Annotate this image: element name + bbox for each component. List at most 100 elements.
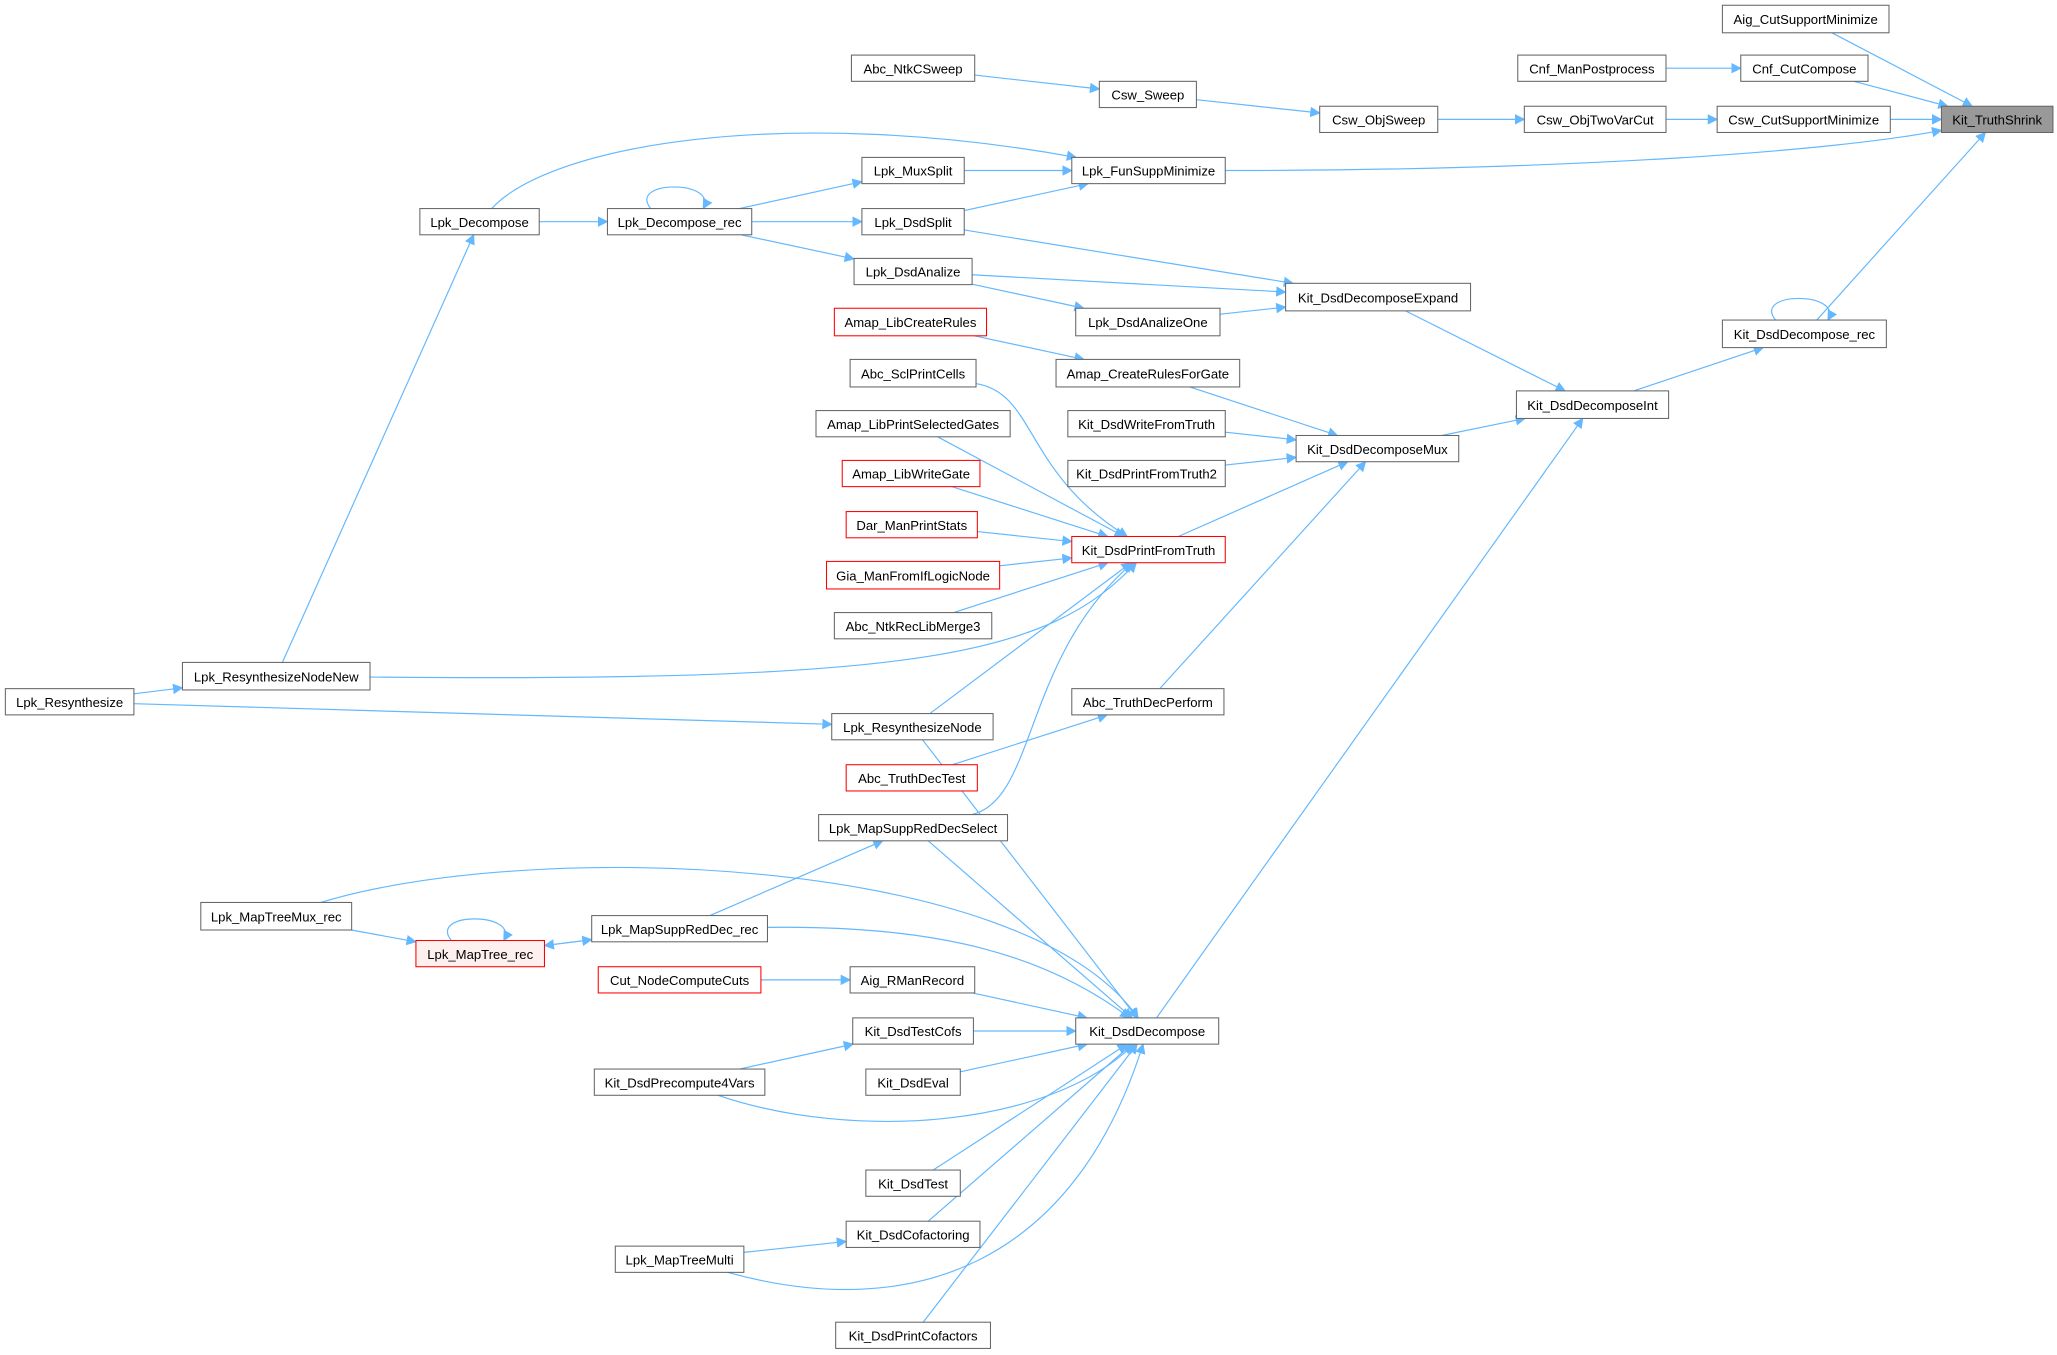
function-node[interactable]: Aig_RManRecord xyxy=(849,966,976,994)
node-label[interactable]: Abc_SclPrintCells xyxy=(861,366,966,381)
node-label[interactable]: Cnf_CutCompose xyxy=(1752,61,1856,76)
function-node[interactable]: Cnf_CutCompose xyxy=(1740,54,1869,82)
node-label[interactable]: Gia_ManFromIfLogicNode xyxy=(836,568,990,583)
function-node[interactable]: Aig_CutSupportMinimize xyxy=(1721,4,1890,34)
function-node[interactable]: Abc_NtkCSweep xyxy=(850,54,976,82)
function-node[interactable]: Abc_TruthDecTest xyxy=(845,764,978,792)
node-label[interactable]: Kit_DsdPrintCofactors xyxy=(849,1328,978,1343)
node-label[interactable]: Kit_DsdCofactoring xyxy=(857,1227,970,1242)
function-node[interactable]: Kit_DsdTest xyxy=(865,1169,961,1197)
node-label[interactable]: Csw_ObjSweep xyxy=(1332,113,1425,128)
node-label[interactable]: Csw_Sweep xyxy=(1111,88,1184,103)
node-label[interactable]: Abc_TruthDecPerform xyxy=(1083,695,1213,710)
node-label[interactable]: Lpk_ResynthesizeNodeNew xyxy=(194,669,359,684)
node-label[interactable]: Lpk_Decompose_rec xyxy=(618,215,742,230)
function-node[interactable]: Lpk_Decompose_rec xyxy=(606,208,753,236)
node-label[interactable]: Lpk_ResynthesizeNode xyxy=(843,720,981,735)
function-node[interactable]: Lpk_MapSuppRedDecSelect xyxy=(818,814,1009,842)
node-label[interactable]: Abc_NtkCSweep xyxy=(864,61,963,76)
function-node[interactable]: Kit_DsdPrintCofactors xyxy=(835,1321,991,1349)
function-node[interactable]: Lpk_ResynthesizeNodeNew xyxy=(181,661,371,691)
node-label[interactable]: Lpk_MapTreeMulti xyxy=(626,1252,734,1267)
node-label[interactable]: Abc_NtkRecLibMerge3 xyxy=(846,619,981,634)
node-label[interactable]: Lpk_Resynthesize xyxy=(16,695,123,710)
node-label[interactable]: Kit_DsdPrecompute4Vars xyxy=(605,1075,755,1090)
node-label[interactable]: Abc_TruthDecTest xyxy=(858,771,966,786)
function-node[interactable]: Kit_DsdEval xyxy=(865,1068,961,1096)
node-label[interactable]: Lpk_MapSuppRedDec_rec xyxy=(601,922,759,937)
node-label[interactable]: Dar_ManPrintStats xyxy=(856,518,967,533)
node-label[interactable]: Lpk_DsdAnalize xyxy=(866,265,961,280)
node-label[interactable]: Kit_TruthShrink xyxy=(1952,113,2042,128)
function-node[interactable]: Kit_DsdTestCofs xyxy=(852,1017,974,1045)
function-node[interactable]: Kit_DsdDecomposeExpand xyxy=(1285,282,1472,312)
function-node[interactable]: Lpk_DsdAnalize xyxy=(853,257,973,286)
function-node[interactable]: Lpk_Decompose xyxy=(419,208,540,236)
function-node[interactable]: Kit_DsdPrintFromTruth2 xyxy=(1067,459,1226,488)
function-node[interactable]: Abc_SclPrintCells xyxy=(849,358,977,388)
node-label[interactable]: Kit_DsdWriteFromTruth xyxy=(1078,417,1215,432)
function-node[interactable]: Kit_DsdDecompose_rec xyxy=(1721,319,1887,349)
node-label[interactable]: Kit_DsdDecomposeMux xyxy=(1307,442,1448,457)
function-node[interactable]: Lpk_MapTreeMux_rec xyxy=(200,901,353,931)
function-node[interactable]: Dar_ManPrintStats xyxy=(845,511,978,539)
function-node[interactable]: Csw_CutSupportMinimize xyxy=(1716,105,1891,134)
function-node[interactable]: Lpk_Resynthesize xyxy=(4,688,135,716)
function-node[interactable]: Kit_DsdDecomposeInt xyxy=(1515,390,1670,419)
function-node[interactable]: Kit_DsdPrecompute4Vars xyxy=(593,1068,766,1096)
function-node[interactable]: Lpk_MapTreeMulti xyxy=(614,1245,745,1273)
function-node[interactable]: Kit_DsdPrintFromTruth xyxy=(1071,535,1226,564)
node-label[interactable]: Kit_DsdDecomposeExpand xyxy=(1298,290,1458,305)
function-node[interactable]: Csw_ObjSweep xyxy=(1319,105,1439,134)
node-label[interactable]: Lpk_FunSuppMinimize xyxy=(1082,164,1215,179)
node-label[interactable]: Cnf_ManPostprocess xyxy=(1529,61,1655,76)
function-node[interactable]: Lpk_MapTree_rec xyxy=(415,939,546,968)
function-node[interactable]: Lpk_DsdSplit xyxy=(861,208,965,236)
function-node[interactable]: Lpk_DsdAnalizeOne xyxy=(1075,307,1221,337)
node-label[interactable]: Kit_DsdEval xyxy=(877,1075,948,1090)
function-node[interactable]: Kit_DsdDecompose xyxy=(1075,1017,1220,1045)
node-label[interactable]: Amap_LibCreateRules xyxy=(844,315,976,330)
node-label[interactable]: Amap_CreateRulesForGate xyxy=(1067,366,1230,381)
root-function-node[interactable]: Kit_TruthShrink xyxy=(1940,105,2054,134)
node-label[interactable]: Lpk_MapTreeMux_rec xyxy=(211,909,342,924)
node-label[interactable]: Lpk_DsdAnalizeOne xyxy=(1088,315,1208,330)
function-node[interactable]: Kit_DsdDecomposeMux xyxy=(1295,434,1460,463)
function-node[interactable]: Amap_LibWriteGate xyxy=(841,459,981,488)
function-node[interactable]: Kit_DsdWriteFromTruth xyxy=(1067,410,1226,438)
function-node[interactable]: Abc_TruthDecPerform xyxy=(1071,688,1225,716)
node-label[interactable]: Kit_DsdTest xyxy=(878,1176,948,1191)
node-label[interactable]: Lpk_DsdSplit xyxy=(874,215,952,230)
node-label[interactable]: Lpk_Decompose xyxy=(430,215,528,230)
function-node[interactable]: Cnf_ManPostprocess xyxy=(1517,54,1667,82)
function-node[interactable]: Lpk_ResynthesizeNode xyxy=(831,713,994,741)
node-label[interactable]: Kit_DsdDecompose_rec xyxy=(1734,327,1876,342)
function-node[interactable]: Cut_NodeComputeCuts xyxy=(597,966,762,994)
function-node[interactable]: Abc_NtkRecLibMerge3 xyxy=(833,612,993,640)
function-node[interactable]: Amap_CreateRulesForGate xyxy=(1055,358,1241,388)
node-label[interactable]: Lpk_MuxSplit xyxy=(874,164,953,179)
function-node[interactable]: Lpk_FunSuppMinimize xyxy=(1071,156,1226,185)
node-label[interactable]: Amap_LibPrintSelectedGates xyxy=(827,417,999,432)
node-label[interactable]: Kit_DsdTestCofs xyxy=(865,1024,962,1039)
node-label[interactable]: Csw_ObjTwoVarCut xyxy=(1537,113,1654,128)
node-label[interactable]: Lpk_MapTree_rec xyxy=(427,947,533,962)
node-label[interactable]: Csw_CutSupportMinimize xyxy=(1728,113,1879,128)
function-node[interactable]: Csw_ObjTwoVarCut xyxy=(1523,105,1667,134)
function-node[interactable]: Amap_LibCreateRules xyxy=(833,307,988,337)
node-label[interactable]: Amap_LibWriteGate xyxy=(852,467,970,482)
node-label[interactable]: Lpk_MapSuppRedDecSelect xyxy=(829,821,998,836)
node-label[interactable]: Aig_CutSupportMinimize xyxy=(1734,12,1878,27)
function-node[interactable]: Csw_Sweep xyxy=(1098,80,1197,109)
node-label[interactable]: Kit_DsdDecompose xyxy=(1089,1024,1205,1039)
function-node[interactable]: Kit_DsdCofactoring xyxy=(845,1220,981,1248)
function-node[interactable]: Lpk_MapSuppRedDec_rec xyxy=(591,915,768,943)
node-label[interactable]: Kit_DsdPrintFromTruth xyxy=(1082,543,1216,558)
function-node[interactable]: Lpk_MuxSplit xyxy=(861,156,965,185)
node-label[interactable]: Aig_RManRecord xyxy=(861,973,964,988)
node-label[interactable]: Kit_DsdPrintFromTruth2 xyxy=(1076,467,1217,482)
function-node[interactable]: Gia_ManFromIfLogicNode xyxy=(825,560,1001,590)
node-label[interactable]: Kit_DsdDecomposeInt xyxy=(1527,398,1658,413)
node-label[interactable]: Cut_NodeComputeCuts xyxy=(610,973,750,988)
function-node[interactable]: Amap_LibPrintSelectedGates xyxy=(815,410,1011,438)
